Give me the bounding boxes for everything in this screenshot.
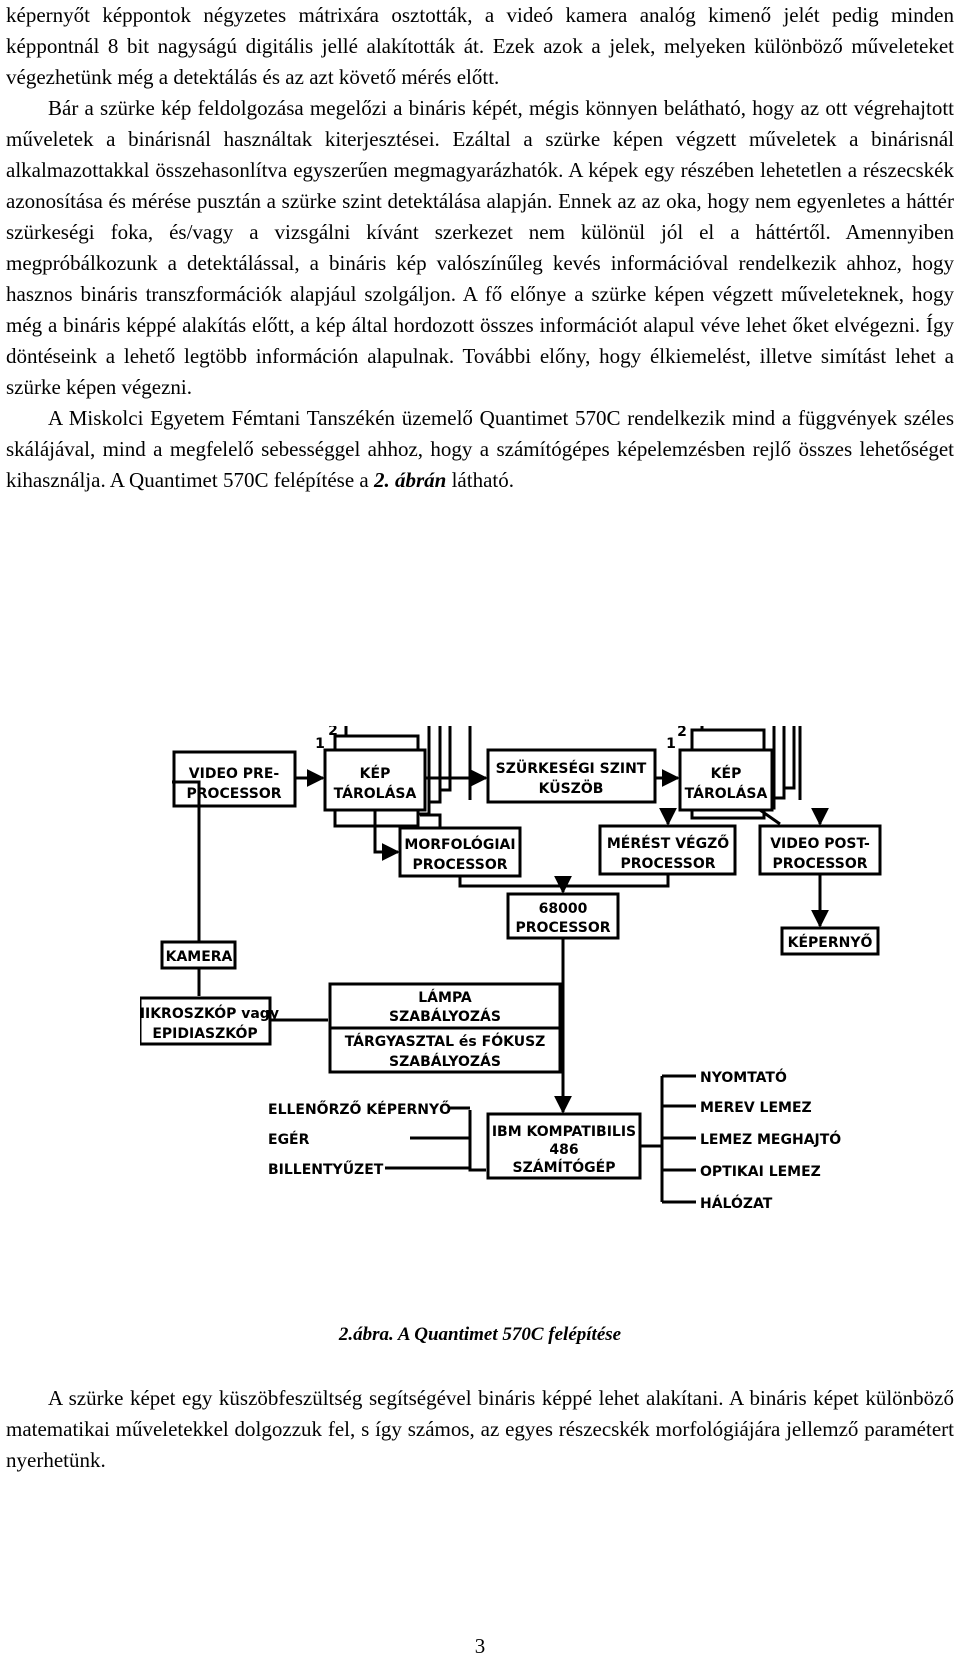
block-diagram: KÉPTÁROLÁSA123464VIDEO PRE-PROCESSORSZÜR… [140, 726, 950, 1326]
stack-1-index-1: 1 [315, 736, 325, 752]
ibm-label-2: 486 [549, 1142, 578, 1158]
measuring-label-1: MÉRÉST VÉGZŐ [607, 834, 729, 852]
store1-to-morph-arrow [373, 810, 400, 861]
monitor-box [780, 926, 880, 956]
image-store-2-box [678, 748, 774, 812]
right-peripheral-1: NYOMTATÓ [700, 1068, 787, 1086]
video-post-label-2: PROCESSOR [773, 856, 868, 872]
figure-caption: 2.ábra. A Quantimet 570C felépítése [338, 1324, 622, 1345]
morphological-label-2: PROCESSOR [413, 857, 508, 873]
stack-2-index-1: 1 [666, 736, 676, 752]
image-store-1-box [323, 748, 427, 812]
monitor-label: KÉPERNYŐ [788, 933, 873, 951]
image-store-2-label-1: KÉP [711, 765, 742, 782]
stage-focus-control-box [328, 1026, 562, 1074]
grey-threshold-label-2: KÜSZÖB [539, 779, 604, 797]
left-peripherals-bus [468, 1110, 486, 1172]
stack-2-index-2: 2 [677, 726, 687, 740]
measuring-processor-box [598, 824, 737, 876]
right-peripheral-3: LEMEZ MEGHAJTÓ [700, 1130, 841, 1148]
microscope-label-1: MIKROSZKÓP vagy [140, 1004, 279, 1022]
processor-68000-label-2: PROCESSOR [516, 920, 611, 936]
page-number: 3 [474, 1634, 486, 1658]
right-peripheral-4: OPTIKAI LEMEZ [700, 1164, 821, 1180]
paragraph-3-text: A Miskolci Egyetem Fémtani Tanszékén üze… [6, 406, 954, 492]
left-peripheral-3: BILLENTYŰZET [268, 1160, 384, 1178]
morph-to-store1-line [420, 813, 442, 828]
video-pre-label-1: VIDEO PRE- [189, 766, 280, 782]
stage-label-1: TÁRGYASZTAL és FÓKUSZ [345, 1032, 546, 1050]
stage-label-2: SZABÁLYOZÁS [389, 1053, 501, 1070]
video-post-label-1: VIDEO POST- [770, 836, 870, 852]
paragraph-4: A szürke képet egy küszöbfeszültség segí… [6, 1386, 954, 1472]
image-store-1-label-1: KÉP [360, 765, 391, 782]
closing-paragraph: A szürke képet egy küszöbfeszültség segí… [6, 1383, 954, 1476]
ibm-label-3: SZÁMÍTÓGÉP [513, 1158, 616, 1176]
lamp-label-2: SZABÁLYOZÁS [389, 1008, 501, 1025]
video-pre-label-2: PROCESSOR [187, 786, 282, 802]
paragraph-3: A Miskolci Egyetem Fémtani Tanszékén üze… [6, 403, 954, 496]
camera-label: KAMERA [166, 949, 233, 965]
store2-to-post-line [759, 808, 781, 826]
microscope-label-2: EPIDIASZKÓP [152, 1024, 257, 1042]
camera-to-pre-line [172, 780, 201, 942]
processor-68000-label-1: 68000 [539, 901, 588, 917]
processor-68000-box [506, 892, 620, 940]
measuring-label-2: PROCESSOR [621, 856, 716, 872]
ibm-label-1: IBM KOMPATIBILIS [492, 1124, 636, 1140]
paragraph-2: Bár a szürke kép feldolgozása megelőzi a… [6, 96, 954, 399]
morphological-processor-box [398, 826, 522, 878]
stack-1-index-2: 2 [328, 726, 338, 739]
grey-threshold-box [486, 748, 657, 804]
right-peripheral-5: HÁLÓZAT [700, 1194, 773, 1212]
body-text: képernyőt képpontok négyzetes mátrixára … [6, 0, 954, 496]
lamp-label-1: LÁMPA [418, 989, 472, 1006]
video-pre-processor-box [172, 750, 297, 808]
figure-reference: 2. ábrán [373, 468, 447, 492]
image-store-1-label-2: TÁROLÁSA [334, 785, 417, 802]
left-peripheral-1: ELLENŐRZŐ KÉPERNYŐ [268, 1100, 451, 1118]
image-store-2-label-2: TÁROLÁSA [685, 785, 768, 802]
stack-1-plane-frame [468, 726, 472, 800]
stack-1-index-3: 3 [339, 726, 349, 727]
stack-2-index-3: 3 [688, 726, 698, 728]
grey-threshold-label-1: SZÜRKESÉGI SZINT [496, 759, 647, 777]
morphological-label-1: MORFOLÓGIAI [404, 835, 515, 853]
right-peripheral-2: MEREV LEMEZ [700, 1100, 812, 1116]
stack-2-plane-frame [798, 726, 802, 800]
left-peripheral-2: EGÉR [268, 1131, 310, 1148]
paragraph-3-tail: látható. [446, 468, 514, 492]
paragraph-1: képernyőt képpontok négyzetes mátrixára … [6, 3, 954, 89]
